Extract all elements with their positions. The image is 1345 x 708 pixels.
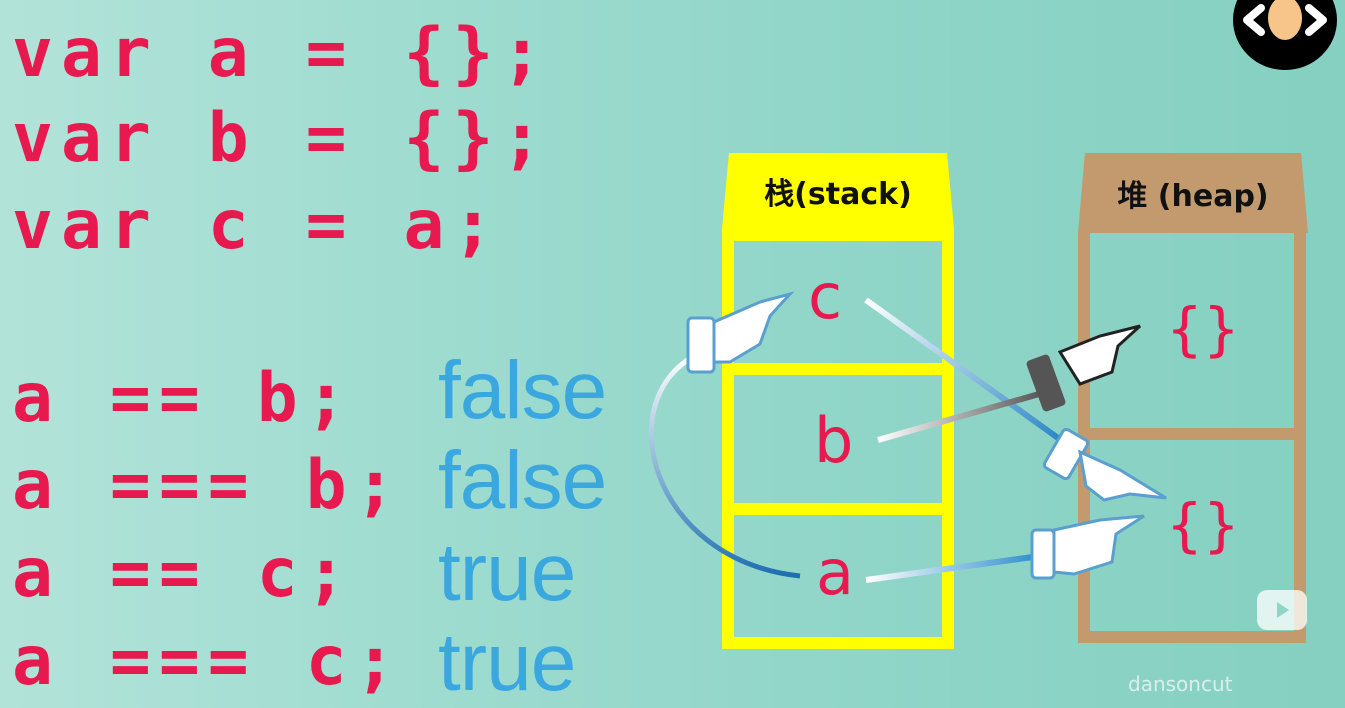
channel-logo-icon <box>1233 0 1337 70</box>
stack-var-b: b <box>814 404 854 477</box>
code-line-var-a: var a = {}; <box>12 14 551 93</box>
result-1: false <box>438 345 607 436</box>
stack-header: 栈(stack) <box>722 153 954 229</box>
stack-divider <box>734 363 942 375</box>
code-line-var-c: var c = a; <box>12 186 502 265</box>
result-2: false <box>438 435 607 526</box>
heap-object-1: {} <box>1166 295 1240 363</box>
stack-var-c: c <box>808 260 843 333</box>
pointing-hand-icon <box>1030 514 1145 580</box>
stack-var-a: a <box>816 536 854 609</box>
watermark: dansoncut <box>1128 672 1233 696</box>
code-line-compare-3: a == c; <box>12 534 355 613</box>
arrow-a-to-heap2 <box>865 553 1041 583</box>
pointing-hand-icon <box>686 291 795 374</box>
result-4: true <box>438 617 576 708</box>
pointing-hand-icon <box>1042 427 1167 502</box>
code-line-compare-1: a == b; <box>12 359 355 438</box>
bilibili-tv-icon <box>1257 590 1307 630</box>
result-3: true <box>438 527 576 618</box>
code-line-compare-2: a === b; <box>12 446 404 525</box>
arrow-c-to-heap2 <box>864 297 1074 451</box>
pointing-hand-icon <box>1026 324 1142 412</box>
code-line-var-b: var b = {}; <box>12 99 551 178</box>
arrow-b-to-heap1 <box>877 385 1061 443</box>
code-line-compare-4: a === c; <box>12 622 404 701</box>
arrow-a-to-c-curve <box>648 352 801 579</box>
heap-header: 堆 (heap) <box>1078 153 1308 233</box>
heap-object-2: {} <box>1166 491 1240 559</box>
heap-divider <box>1078 428 1306 440</box>
stack-divider <box>734 503 942 515</box>
